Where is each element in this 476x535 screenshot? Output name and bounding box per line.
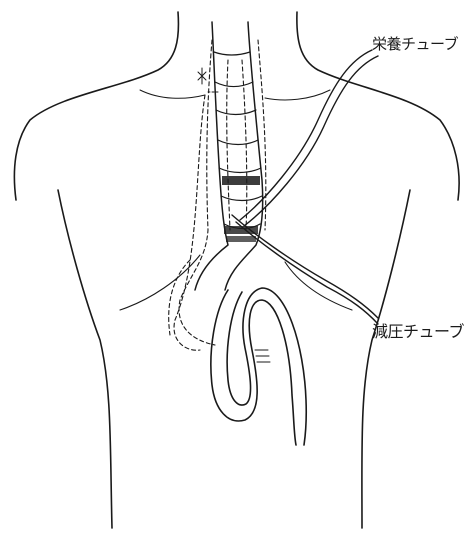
bowel-loop	[211, 288, 306, 445]
gastric-conduit	[195, 22, 263, 290]
decompression-tube-label: 減圧チューブ	[372, 318, 464, 342]
feeding-tube-label: 栄養チューブ	[372, 33, 458, 54]
dashed-organ-outline	[169, 40, 266, 350]
torso-outline	[14, 12, 459, 528]
